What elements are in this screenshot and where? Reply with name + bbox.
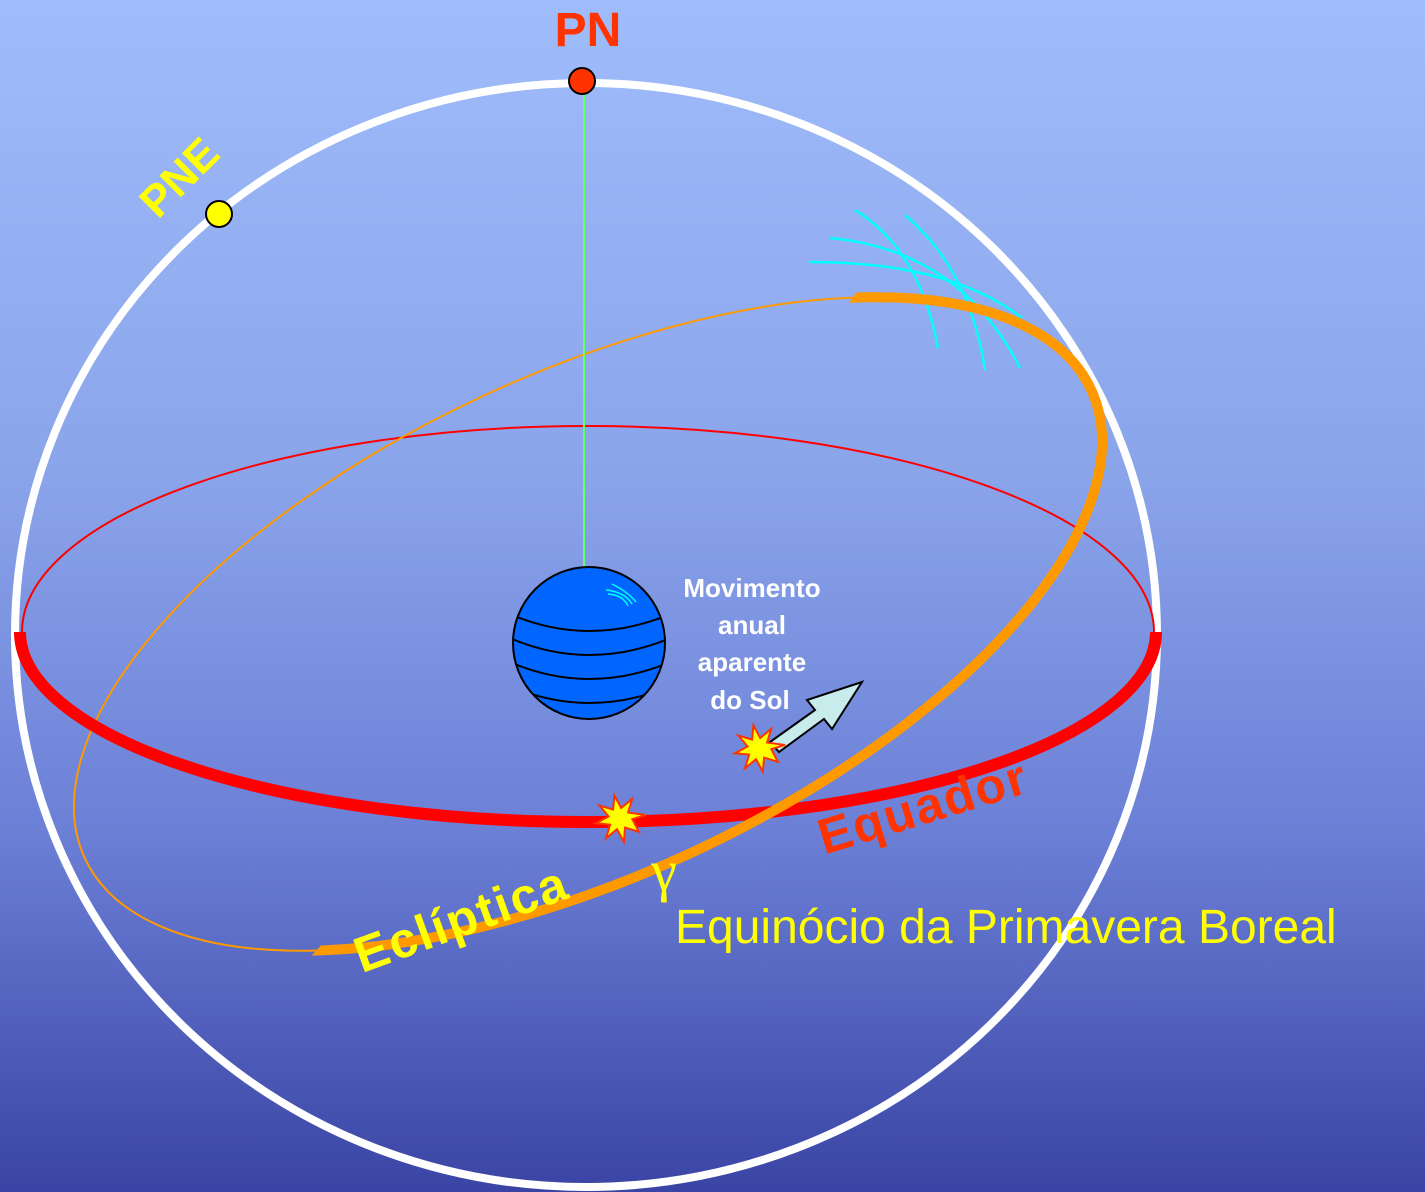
ecliptic-label: Eclíptica [347,854,576,983]
motion-label-line2: anual [718,610,786,640]
equinox-label: Equinócio da Primavera Boreal [675,901,1337,954]
earth [512,566,666,720]
annual-motion-arrow [768,680,865,754]
motion-label-line1: Movimento [683,573,820,603]
meridian-arcs [809,208,1023,371]
equator-back [21,425,1155,632]
north-pole-label: PN [555,4,622,57]
annual-motion-label: Movimento anual aparente do Sol [683,573,820,715]
motion-label-line3: aparente [698,647,806,677]
north-pole-marker [568,67,596,95]
equator-front [14,632,1162,828]
sun-marker-equinox [592,792,647,846]
ecliptic-north-pole-marker [205,200,233,228]
motion-label-line4: do Sol [710,685,789,715]
sun-marker-current [731,722,786,776]
gamma-symbol: γ [650,838,677,903]
